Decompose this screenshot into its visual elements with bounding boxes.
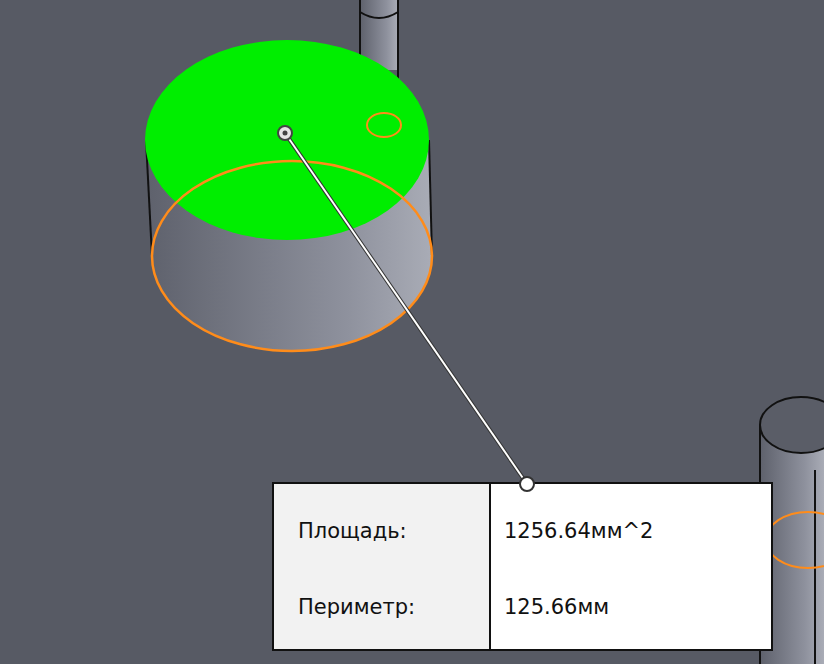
leader-line bbox=[278, 126, 527, 484]
cylinder bbox=[145, 40, 432, 351]
selected-face bbox=[145, 40, 429, 240]
table-header-cell: Площадь: bbox=[298, 519, 407, 544]
measure-table bbox=[273, 477, 772, 650]
table-value-cell: 1256.64мм^2 bbox=[504, 519, 653, 544]
table-header-cell: Периметр: bbox=[298, 595, 415, 620]
table-value-cell: 125.66мм bbox=[504, 595, 609, 620]
edge-highlight bbox=[152, 161, 432, 351]
